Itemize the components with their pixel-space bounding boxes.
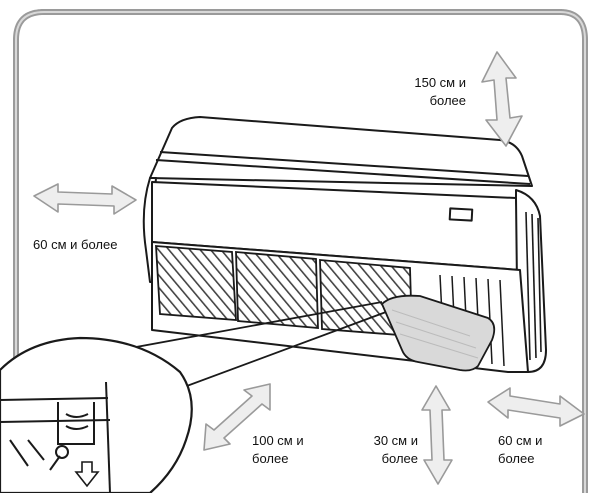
double-arrow-icon: [33, 183, 137, 215]
clearance-left-line1: 60 см и более: [33, 237, 118, 252]
clearance-below-label: 30 см и более: [352, 432, 418, 468]
double-arrow-icon: [203, 383, 271, 451]
intake-grille: [155, 245, 413, 337]
double-arrow-icon: [481, 51, 523, 147]
clearance-below-line1: 30 см и: [373, 433, 418, 448]
clearance-below-line2: более: [381, 451, 418, 466]
clearance-top-line1: 150 см и: [414, 75, 466, 90]
clearance-right-line2: более: [498, 451, 535, 466]
magnifier-detail-icon: [0, 336, 193, 493]
clearance-left-label: 60 см и более: [33, 236, 117, 254]
clearance-top-line2: более: [429, 93, 466, 108]
double-arrow-icon: [421, 385, 453, 485]
clearance-front-line1: 100 см и: [252, 433, 304, 448]
clearance-front-line2: более: [252, 451, 289, 466]
clearance-top-label: 150 см и более: [382, 74, 466, 110]
filter-panel: [380, 294, 496, 372]
clearance-right-line1: 60 см и: [498, 433, 543, 448]
pointer-lines: [119, 301, 387, 391]
clearance-front-label: 100 см и более: [252, 432, 304, 468]
double-arrow-icon: [487, 387, 585, 427]
clearance-right-label: 60 см и более: [498, 432, 542, 468]
